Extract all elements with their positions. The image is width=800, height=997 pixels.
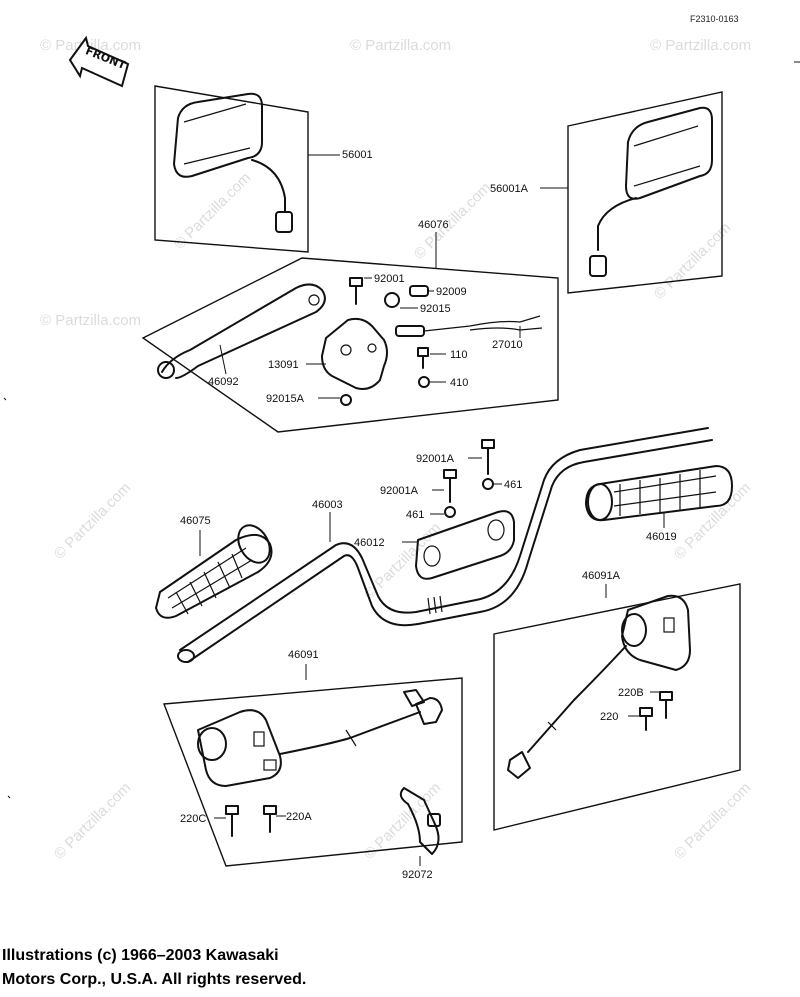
copyright-line-1: Illustrations (c) 1966–2003 Kawasaki xyxy=(2,947,279,964)
part-label-92001A-top: 92001A xyxy=(416,453,455,465)
part-label-46091A: 46091A xyxy=(582,570,621,582)
part-label-92015: 92015 xyxy=(420,303,451,315)
watermark: © Partzilla.com xyxy=(361,519,444,602)
watermark: © Partzilla.com xyxy=(361,779,444,862)
part-label-92009: 92009 xyxy=(436,286,467,298)
left-switch-group: 46091 220C 220A xyxy=(163,649,463,867)
part-label-92015A: 92015A xyxy=(266,393,305,405)
part-label-46012: 46012 xyxy=(354,537,385,549)
part-label-220C: 220C xyxy=(180,813,206,825)
right-switch-group: 46091A 220B 220 xyxy=(493,570,741,831)
part-label-110: 110 xyxy=(450,349,468,361)
part-label-410: 410 xyxy=(450,377,468,389)
brake-lever-group: 46076 46092 13091 92001 92009 92015 2701… xyxy=(141,219,559,433)
part-label-13091: 13091 xyxy=(268,359,299,371)
handlebar-group: 46003 xyxy=(177,427,713,663)
cable-clamp-group: 92072 xyxy=(399,787,441,881)
part-label-56001: 56001 xyxy=(342,149,373,161)
watermark: © Partzilla.com xyxy=(40,312,141,329)
part-label-220B: 220B xyxy=(618,687,644,699)
watermark: © Partzilla.com xyxy=(51,779,134,862)
part-label-46075: 46075 xyxy=(180,515,211,527)
watermarks: © Partzilla.com © Partzilla.com © Partzi… xyxy=(40,37,754,863)
watermark: © Partzilla.com xyxy=(350,37,451,54)
copyright-notice: Illustrations (c) 1966–2003 Kawasaki Mot… xyxy=(2,944,422,992)
watermark: © Partzilla.com xyxy=(650,37,751,54)
part-label-46076: 46076 xyxy=(418,219,449,231)
part-label-220A: 220A xyxy=(286,811,312,823)
right-grip-group: 46019 xyxy=(585,465,733,543)
watermark: © Partzilla.com xyxy=(40,37,141,54)
part-label-46019: 46019 xyxy=(646,531,677,543)
part-label-92001: 92001 xyxy=(374,273,405,285)
part-label-46091: 46091 xyxy=(288,649,319,661)
part-label-46003: 46003 xyxy=(312,499,343,511)
watermark: © Partzilla.com xyxy=(671,479,754,562)
mirror-left-group: 56001 xyxy=(154,85,373,253)
watermark: © Partzilla.com xyxy=(171,169,254,252)
part-label-27010: 27010 xyxy=(492,339,523,351)
mirror-right-group: 56001A xyxy=(490,91,723,294)
part-label-92072: 92072 xyxy=(402,869,433,881)
watermark: © Partzilla.com xyxy=(671,779,754,862)
copyright-line-2: Motors Corp., U.S.A. All rights reserved… xyxy=(2,971,307,988)
part-label-46092: 46092 xyxy=(208,376,239,388)
reference-code: F2310-0163 xyxy=(690,14,739,24)
part-label-461-top: 461 xyxy=(504,479,522,491)
left-grip-group: 46075 xyxy=(155,515,273,619)
part-label-220: 220 xyxy=(600,711,618,723)
part-label-92001A-mid: 92001A xyxy=(380,485,419,497)
part-label-461-mid: 461 xyxy=(406,509,424,521)
watermark: © Partzilla.com xyxy=(51,479,134,562)
handlebar-holder-group: 46012 92001A 461 92001A 461 xyxy=(354,439,522,580)
part-label-56001A: 56001A xyxy=(490,183,529,195)
